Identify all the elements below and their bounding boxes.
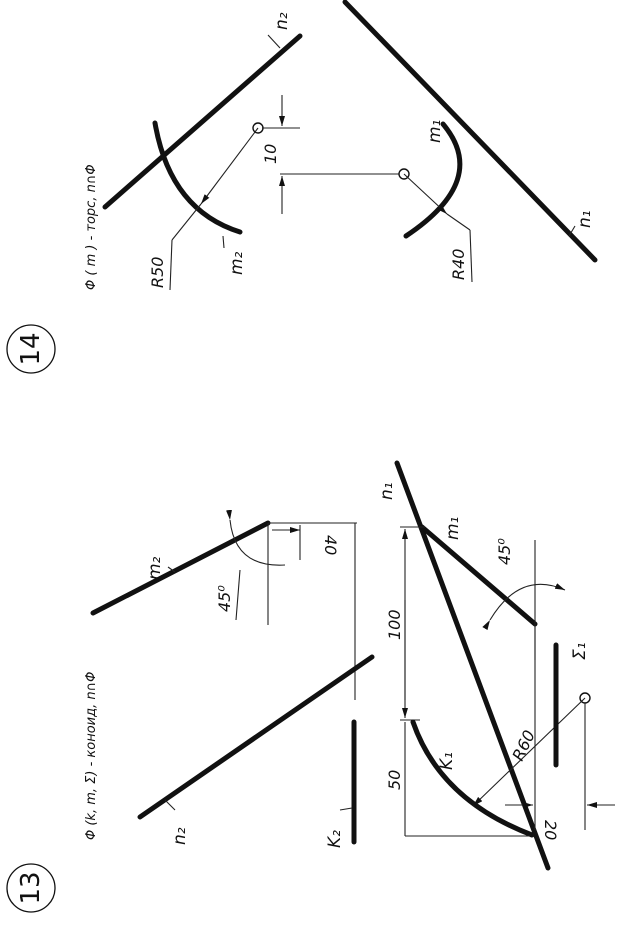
radius-r60 [472,697,586,807]
label-m1: m₁ [425,120,445,143]
problem-14: 14 Φ ( m ) - торс, n∩Φ n₂ R50 m₂ 10 R40 … [6,0,598,374]
leader-k2 [339,807,353,811]
angle-arc-bottom [482,583,566,631]
arc-m1 [403,121,463,239]
leader-r50-shelf [169,239,173,291]
radius-r40 [403,173,448,215]
leader-angle-top [235,569,241,621]
dim-r40: R40 [449,249,468,280]
label-k2: K₂ [325,830,345,848]
curve-k1 [410,719,535,838]
problem-14-caption: Φ ( m ) - торс, n∩Φ [84,164,99,290]
label-sigma1: Σ₁ [570,642,590,660]
dim-40: 40 [321,535,340,555]
dim-20: 20 [541,820,560,840]
leader-r50 [171,203,202,241]
problem-13-caption: Φ (k, m, Σ) - коноид, n∩Φ [84,672,99,840]
problem-14-number-circle [6,324,56,374]
leader-r40-shelf [469,229,473,283]
radius-r50 [200,127,259,205]
label-n2: n₂ [272,12,292,30]
leader-n1 [568,225,576,237]
leader-m2 [222,235,225,249]
line-n2 [102,33,303,210]
dim-r50: R50 [148,257,167,288]
leader-n2 [267,34,281,49]
angle-arc-top [225,509,286,566]
label-m1-13: m₁ [443,517,463,540]
leader-r40 [446,213,471,231]
leader-n2-13 [164,799,176,811]
line-m2 [90,520,271,616]
dim-50: 50 [385,770,404,790]
line-n1 [342,0,598,263]
label-m2: m₂ [227,251,247,275]
label-n1-13: n₁ [377,482,397,500]
label-n2-13: n₂ [170,827,190,845]
dim-angle-bottom: 45⁰ [495,538,514,565]
leader-m2-13 [167,566,176,573]
problem-13: 13 Φ (k, m, Σ) - коноид, n∩Φ m₂ 45⁰ 40 n… [6,460,615,913]
line-n1-13 [394,460,551,871]
dim-10: 10 [261,144,280,164]
problem-13-number-circle [6,863,56,913]
label-m2-13: m₂ [145,556,165,580]
dim-r60: R60 [508,727,539,764]
arc-m2 [152,120,243,235]
dim-angle-top: 45⁰ [215,585,234,612]
problem-14-number: 14 [16,332,46,365]
label-n1: n₁ [575,210,595,228]
line-n2-13 [137,654,375,820]
problem-13-number: 13 [16,871,46,904]
dim-100: 100 [385,609,404,640]
label-k1: K₁ [437,752,457,770]
